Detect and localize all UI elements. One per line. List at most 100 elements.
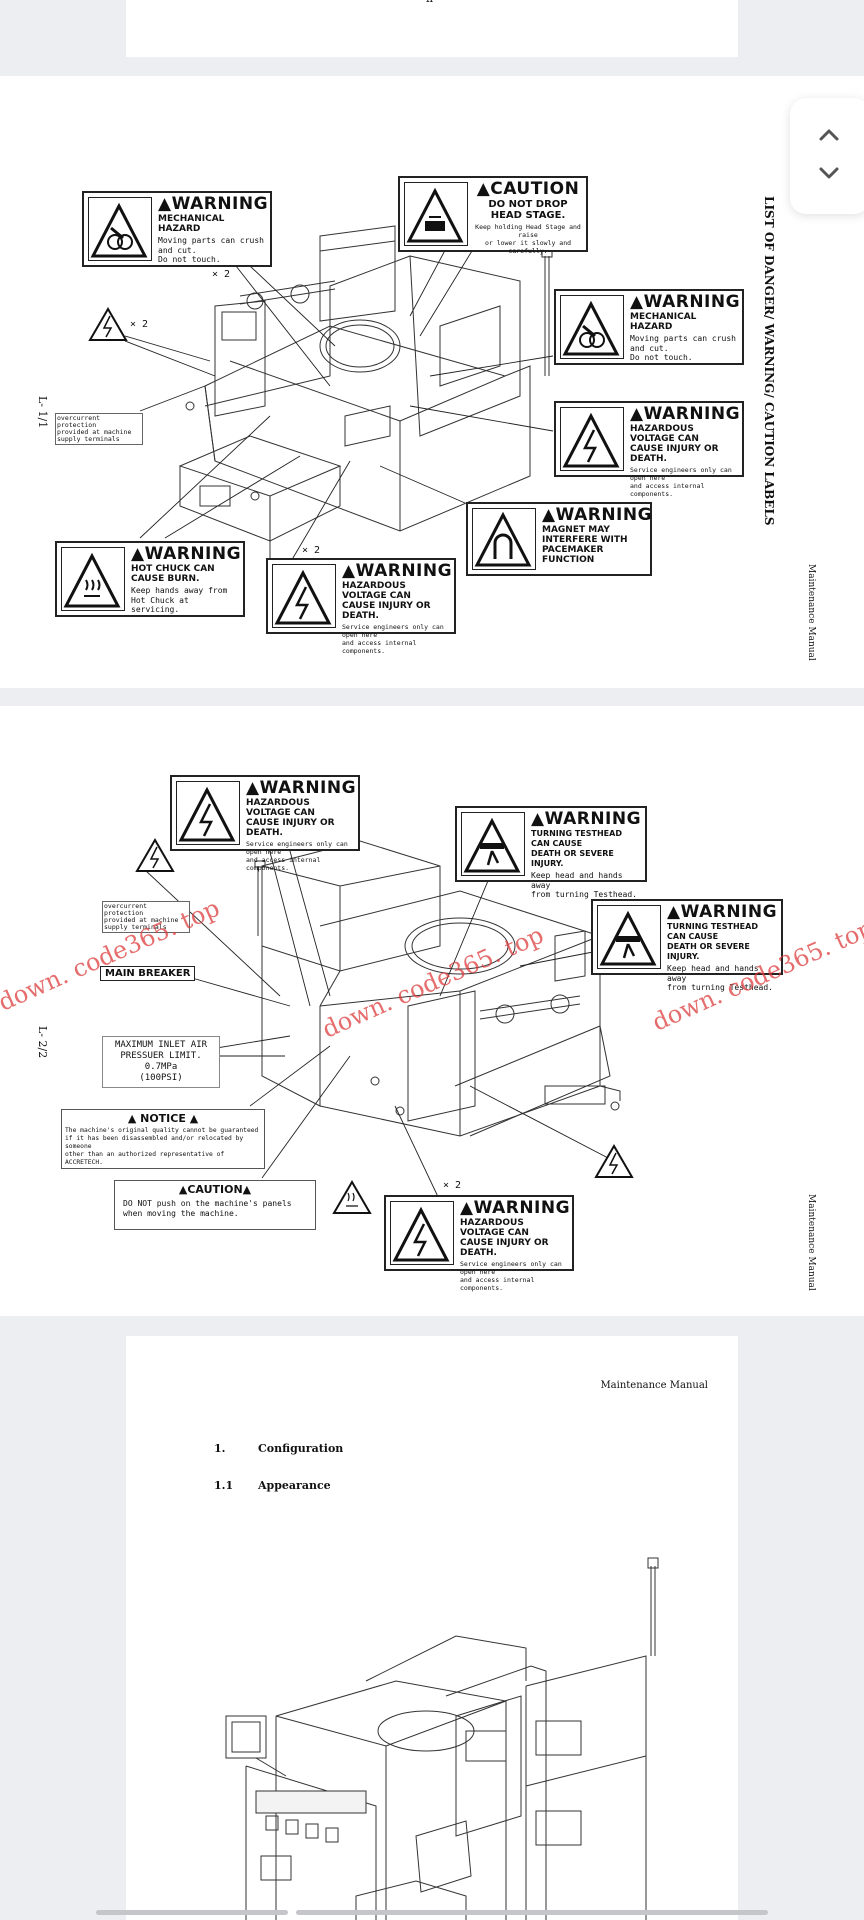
notice-head: NOTICE: [140, 1112, 186, 1125]
label-sub: HAZARDOUS VOLTAGE CAN: [246, 798, 315, 818]
label-body: Moving parts can crush: [158, 236, 264, 245]
warning-label-voltage-2: ▲WARNING HAZARDOUS VOLTAGE CAN CAUSE INJ…: [266, 558, 456, 655]
label-body: Service engineers only can open here: [246, 840, 348, 856]
label-body: and access internal components.: [342, 639, 417, 655]
subsection-title: Appearance: [258, 1479, 331, 1492]
voltage-warning-icon: [594, 1144, 634, 1178]
subsection-number: 1.1: [214, 1479, 234, 1492]
label-body: from turning Testhead.: [531, 890, 637, 899]
label-head: WARNING: [680, 902, 778, 922]
label-sub: HAZARDOUS VOLTAGE CAN: [460, 1218, 529, 1238]
label-head: CAUTION: [490, 179, 580, 199]
section-number: 1.: [214, 1442, 226, 1455]
label-head: WARNING: [473, 1198, 571, 1218]
warning-label-mechanical-1: ▲WARNING MECHANICAL HAZARD Moving parts …: [82, 191, 272, 267]
warning-label-magnet: ▲WARNING MAGNET MAY INTERFERE WITH PACEM…: [466, 502, 652, 576]
voltage-hazard-icon: [176, 781, 240, 845]
notice-label: ▲ NOTICE ▲ The machine's original qualit…: [61, 1109, 265, 1169]
label-body: and cut.: [630, 343, 669, 353]
chevron-down-icon[interactable]: [812, 156, 846, 190]
label-body: Keep head and hands away: [531, 871, 623, 890]
voltage-hazard-icon: [272, 564, 336, 628]
overcurrent-note: overcurrent protection provided at machi…: [55, 413, 143, 445]
scrollbar-segment[interactable]: [96, 1910, 288, 1915]
air-line: 0.7MPa: [144, 1062, 178, 1072]
label-body: and cut.: [158, 245, 197, 255]
page-number: ii: [426, 0, 433, 5]
label-sub: CAUSE INJURY OR DEATH.: [460, 1238, 549, 1258]
caution-label-panels: ▲CAUTION▲ DO NOT push on the machine's p…: [114, 1180, 316, 1230]
sheet-footer: Maintenance Manual: [806, 564, 816, 661]
warning-label-voltage-4: ▲WARNING HAZARDOUS VOLTAGE CAN CAUSE INJ…: [384, 1195, 574, 1292]
machine-drawing-2: [135, 832, 634, 1214]
air-line: (100PSI): [139, 1073, 183, 1083]
caution-body: when moving the machine.: [123, 1209, 239, 1218]
voltage-hazard-icon: [560, 407, 624, 471]
warning-label-voltage-3: ▲WARNING HAZARDOUS VOLTAGE CAN CAUSE INJ…: [170, 775, 360, 872]
page-id: L- 2/2: [36, 1026, 49, 1059]
label-sub: CAUSE INJURY OR DEATH.: [246, 818, 335, 838]
label-sub: MAGNET MAY: [542, 525, 610, 535]
warning-label-voltage-1: ▲WARNING HAZARDOUS VOLTAGE CAN CAUSE INJ…: [554, 401, 744, 498]
label-sub: CAUSE INJURY OR DEATH.: [342, 601, 431, 621]
caution-head: CAUTION: [187, 1183, 243, 1196]
label-body: Service engineers only can open here: [342, 623, 444, 639]
label-body: and access internal components.: [460, 1276, 535, 1292]
label-head: WARNING: [643, 404, 741, 424]
hot-surface-warning-icon: [332, 1180, 372, 1214]
multiplier: × 2: [302, 545, 321, 556]
rotating-testhead-icon: [597, 905, 661, 969]
label-body: Moving parts can crush: [630, 334, 736, 343]
label-body: Keep head and hands away: [667, 964, 759, 983]
multiplier: × 2: [212, 269, 231, 280]
label-body: Keep hands away from: [131, 586, 228, 595]
label-head: WARNING: [544, 809, 642, 829]
label-sub: HEAD STAGE.: [490, 210, 566, 221]
warning-label-hot-chuck: ▲WARNING HOT CHUCK CAN CAUSE BURN. Keep …: [55, 541, 245, 617]
multiplier: × 2: [130, 319, 149, 330]
label-body: from turning Testhead.: [667, 983, 773, 992]
label-body: Service engineers only can open here: [630, 466, 732, 482]
label-sub: TURNING TESTHEAD CAN CAUSE: [667, 922, 758, 941]
chevron-up-icon[interactable]: [812, 118, 846, 152]
label-head: WARNING: [259, 778, 357, 798]
label-body: Do not touch.: [630, 353, 693, 362]
label-sub: CAUSE INJURY OR DEATH.: [630, 444, 719, 464]
appearance-drawing: [225, 1557, 659, 1920]
voltage-warning-icon: [88, 307, 128, 341]
voltage-hazard-icon: [390, 1201, 454, 1265]
labels-sheet-1: ▲WARNING MECHANICAL HAZARD Moving parts …: [0, 76, 864, 688]
label-body: and access internal components.: [630, 482, 705, 498]
head-stage-drop-icon: [404, 182, 468, 246]
label-head: WARNING: [144, 544, 242, 564]
sheet-side-title: LIST OF DANGER/ WARNING/ CAUTION LABELS: [762, 196, 776, 526]
warning-label-testhead-2: ▲WARNING TURNING TESTHEAD CAN CAUSE DEAT…: [591, 899, 783, 992]
label-body: Do not touch.: [158, 255, 221, 264]
label-sub: TURNING TESTHEAD CAN CAUSE: [531, 829, 622, 848]
label-sub: MECHANICAL HAZARD: [158, 214, 225, 234]
warning-label-mechanical-2: ▲WARNING MECHANICAL HAZARD Moving parts …: [554, 289, 744, 365]
label-body: Service engineers only can open here: [460, 1260, 562, 1276]
label-head: WARNING: [555, 505, 653, 525]
note-line: supply terminals: [57, 435, 120, 443]
label-head: WARNING: [355, 561, 453, 581]
notice-body: other than an authorized representative …: [65, 1151, 225, 1166]
note-line: overcurrent protection: [104, 902, 148, 917]
label-sub: DEATH OR SEVERE INJURY.: [531, 849, 614, 868]
label-sub: MECHANICAL HAZARD: [630, 312, 697, 332]
scrollbar-segment[interactable]: [296, 1910, 768, 1915]
crush-hazard-icon: [88, 197, 152, 261]
main-breaker-label: MAIN BREAKER: [100, 966, 196, 981]
note-line: supply terminals: [104, 923, 167, 931]
section-heading: 1.Configuration: [214, 1442, 343, 1455]
label-body: Keep holding Head Stage and raise: [475, 223, 581, 239]
label-sub: DO NOT DROP: [488, 199, 568, 210]
label-body: and access internal components.: [246, 856, 321, 872]
scroll-nav: [790, 98, 864, 214]
top-page: ii: [126, 0, 738, 57]
caution-body: DO NOT push on the machine's panels: [123, 1199, 292, 1208]
note-line: overcurrent protection: [57, 414, 101, 429]
label-body: Hot Chuck at servicing.: [131, 595, 189, 615]
page-id: L- 1/1: [36, 396, 49, 429]
